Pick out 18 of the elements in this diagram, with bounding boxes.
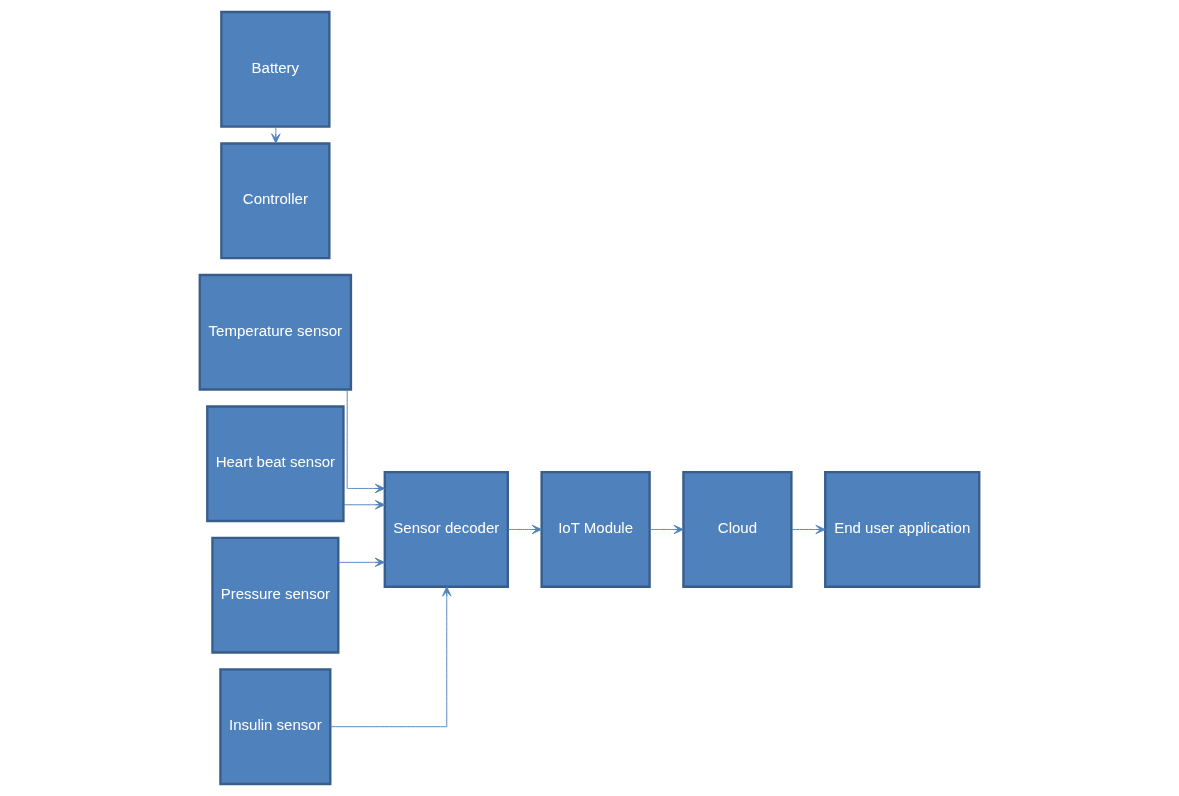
node-box: Heart beat sensor <box>206 405 345 523</box>
arrow <box>330 586 452 728</box>
node-box: Controller <box>220 142 331 260</box>
node-box: Sensor decoder <box>383 471 509 588</box>
node-box: IoT Module <box>540 471 651 588</box>
node-box: Pressure sensor <box>211 536 340 654</box>
arrow <box>346 389 386 494</box>
node-box: Battery <box>220 10 331 128</box>
node-box: End user application <box>824 471 981 588</box>
arrow <box>271 126 281 144</box>
arrow <box>338 557 385 568</box>
node-box: Temperature sensor <box>198 273 353 391</box>
arrow <box>343 500 386 510</box>
arrow <box>791 524 826 535</box>
node-box: Insulin sensor <box>219 668 332 786</box>
arrow <box>507 524 542 535</box>
node-box: Cloud <box>682 471 793 588</box>
arrow <box>649 524 684 535</box>
